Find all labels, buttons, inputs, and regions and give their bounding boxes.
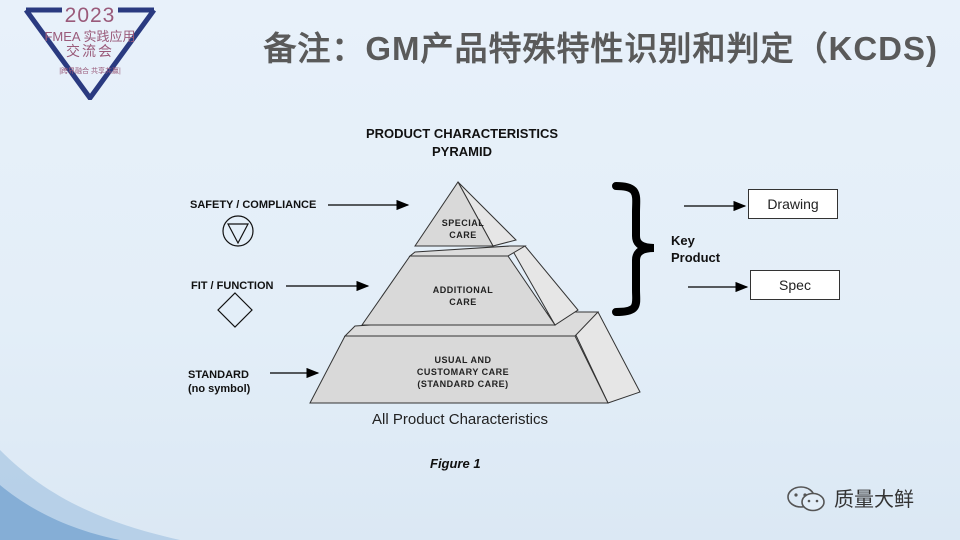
pyramid-base-front bbox=[309, 335, 609, 404]
tier-additional-line2: CARE bbox=[449, 297, 477, 307]
drawing-box: Drawing bbox=[748, 189, 838, 219]
tier-special-care: SPECIAL CARE bbox=[428, 217, 498, 241]
tier-standard-care: USUAL AND CUSTOMARY CARE (STANDARD CARE) bbox=[393, 354, 533, 390]
label-standard-line2: (no symbol) bbox=[188, 383, 251, 395]
slide-title: 备注：GM产品特殊特性识别和判定（KCDS) bbox=[263, 30, 938, 67]
fit-symbol-diamond-icon bbox=[217, 292, 253, 328]
tier-additional-line1: ADDITIONAL bbox=[432, 285, 494, 295]
pyramid-title: PRODUCT CHARACTERISTICS PYRAMID bbox=[342, 125, 582, 161]
figure-caption: Figure 1 bbox=[430, 456, 481, 471]
event-logo: 2023 FMEA 实践应用 交流会 |跨界融合 共享共赢| bbox=[22, 4, 158, 100]
logo-tagline: |跨界融合 共享共赢| bbox=[59, 68, 121, 75]
tier-special-line2: CARE bbox=[449, 230, 477, 240]
tier-special-line1: SPECIAL bbox=[441, 218, 485, 228]
label-fit-function: FIT / FUNCTION bbox=[191, 280, 274, 292]
tier-standard-line3: (STANDARD CARE) bbox=[417, 379, 509, 389]
curly-brace-icon bbox=[612, 182, 655, 316]
label-standard-line1: STANDARD bbox=[188, 369, 249, 381]
brand-name: 质量大鲜 bbox=[834, 489, 914, 511]
logo-triangle-icon bbox=[23, 7, 157, 100]
pyramid-title-line2: PYRAMID bbox=[432, 144, 492, 159]
safety-symbol-icon bbox=[222, 215, 254, 247]
label-standard: STANDARD (no symbol) bbox=[188, 368, 250, 396]
key-product-line2: Product bbox=[671, 250, 721, 265]
tier-additional-care: ADDITIONAL CARE bbox=[413, 284, 513, 308]
pyramid-middle-front bbox=[361, 255, 556, 326]
spec-box: Spec bbox=[750, 270, 840, 300]
pyramid-middle-top bbox=[408, 245, 527, 257]
pyramid-top-front bbox=[414, 181, 494, 247]
tier-standard-line2: CUSTOMARY CARE bbox=[416, 367, 510, 377]
wechat-icon bbox=[787, 486, 825, 512]
label-safety-compliance: SAFETY / COMPLIANCE bbox=[190, 199, 317, 211]
pyramid-caption: All Product Characteristics bbox=[372, 411, 548, 428]
pyramid-title-line1: PRODUCT CHARACTERISTICS bbox=[365, 126, 559, 141]
key-product-line1: Key bbox=[671, 233, 695, 248]
decorative-wave bbox=[0, 450, 180, 540]
logo-event-name: FMEA 实践应用 bbox=[44, 29, 136, 44]
tier-standard-line1: USUAL AND bbox=[434, 355, 492, 365]
logo-event-type: 交流会 bbox=[66, 43, 114, 59]
logo-year: 2023 bbox=[64, 4, 116, 27]
key-product-label: Key Product bbox=[671, 232, 720, 266]
